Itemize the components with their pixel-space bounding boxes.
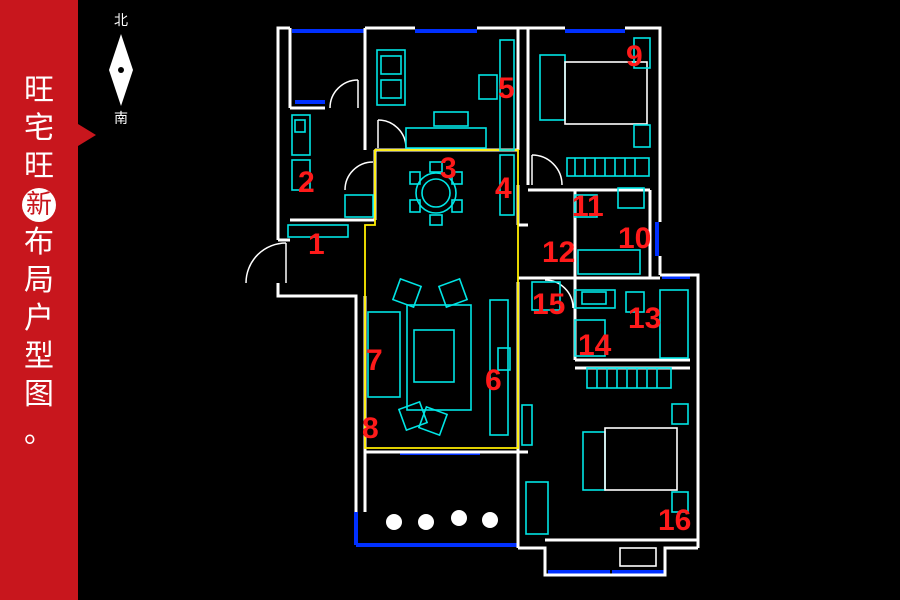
room-label: 11 xyxy=(572,190,604,223)
room-label: 10 xyxy=(618,222,651,255)
balcony-plants xyxy=(386,510,498,530)
windows xyxy=(292,29,690,574)
room-label: 14 xyxy=(578,329,612,362)
doors xyxy=(245,79,574,309)
banner-char: 旺 xyxy=(24,73,54,108)
room-label: 3 xyxy=(440,152,457,185)
furniture xyxy=(287,37,689,567)
room-label: 16 xyxy=(658,504,691,537)
side-banner: 旺 宅 旺 新 布 局 户 型 图 。 xyxy=(0,0,78,600)
room-label: 15 xyxy=(532,288,565,321)
banner-char: 布 xyxy=(24,225,54,260)
room-label: 2 xyxy=(298,166,315,199)
compass-south-label: 南 xyxy=(114,111,128,127)
banner-char: 局 xyxy=(24,263,54,298)
room-label: 4 xyxy=(495,172,512,205)
room-label: 9 xyxy=(626,40,643,73)
banner-char: 户 xyxy=(24,301,54,336)
room-label: 6 xyxy=(485,364,502,397)
banner-pointer xyxy=(78,124,96,146)
banner-char: 图 xyxy=(24,377,54,412)
banner-char: 宅 xyxy=(24,111,54,146)
room-label: 13 xyxy=(628,302,661,335)
compass: 北 南 xyxy=(100,8,142,128)
compass-needle-icon xyxy=(109,34,133,106)
room-labels: 1 2 3 4 5 6 7 8 9 10 11 12 13 14 15 16 xyxy=(298,40,691,537)
room-label: 7 xyxy=(366,344,383,377)
compass-north-label: 北 xyxy=(114,13,128,29)
banner-char: 旺 xyxy=(24,149,54,184)
room-label: 8 xyxy=(362,412,379,445)
banner-char: 型 xyxy=(24,339,54,374)
room-label: 12 xyxy=(542,236,575,269)
banner-char: 。 xyxy=(24,415,54,450)
room-label: 5 xyxy=(498,72,515,105)
banner-char-circled: 新 xyxy=(22,188,56,222)
banner-title: 旺 宅 旺 新 布 局 户 型 图 。 xyxy=(0,72,78,452)
living-zone-outline xyxy=(364,149,519,449)
room-label: 1 xyxy=(308,228,325,261)
